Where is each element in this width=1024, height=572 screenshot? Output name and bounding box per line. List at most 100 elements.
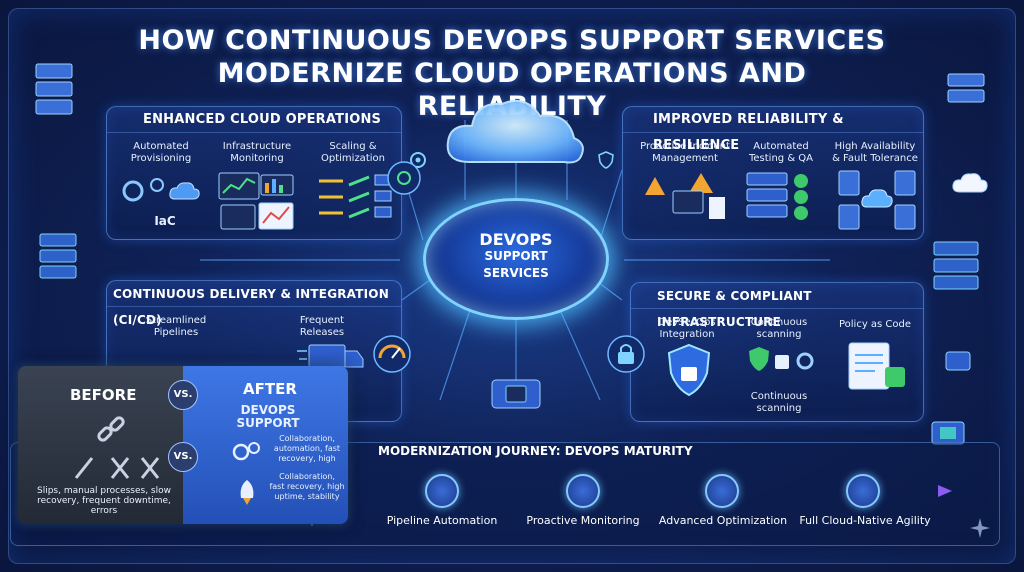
- outer-frame: [8, 8, 1016, 564]
- item-label-line2: Integration: [659, 329, 715, 340]
- page-title-line1: HOW CONTINUOUS DEVOPS SUPPORT SERVICES: [138, 25, 886, 56]
- stage-icon-optimization: [705, 474, 739, 508]
- before-section: BEFORE Slips, manual processes, slow rec…: [18, 366, 183, 524]
- panel-enhanced-cloud-operations: ENHANCED CLOUD OPERATIONS Automated Prov…: [106, 106, 402, 240]
- item-label-line1: Policy as Code: [838, 319, 912, 330]
- gear-icon: [410, 152, 426, 168]
- hub-line3: SERVICES: [483, 266, 549, 280]
- processor-chip-icon: [491, 379, 541, 409]
- devops-hub: DEVOPS SUPPORT SERVICES: [423, 198, 609, 320]
- after-text-b-line3: uptime, stability: [274, 492, 340, 501]
- after-description-a: Collaboration, automation, fast recovery…: [267, 434, 347, 464]
- after-section: AFTER DEVOPS SUPPORT Collaboration, auto…: [183, 366, 348, 524]
- page-title: HOW CONTINUOUS DEVOPS SUPPORT SERVICES M…: [120, 24, 904, 123]
- panel-title: SECURE & COMPLIANT INFRASTRUCTURE: [631, 283, 923, 329]
- gear-cloud-icon: [122, 178, 200, 202]
- hub-line1: DEVOPS: [479, 230, 553, 249]
- gauge-icon: [373, 335, 411, 373]
- item-label-line2: & Fault Tolerance: [832, 153, 918, 164]
- item-label-line1: Scaling &: [329, 141, 377, 152]
- shield-small-icon: [598, 151, 614, 169]
- before-text-line3: errors: [90, 506, 118, 516]
- stage-icon-pipeline: [425, 474, 459, 508]
- page-title-line2: MODERNIZE CLOUD OPERATIONS AND RELIABILI…: [217, 58, 807, 122]
- item-continuous-scanning: Continuous scanning: [733, 317, 825, 341]
- item-label-line1: Continuous: [750, 391, 808, 402]
- item-label-line2: Monitoring: [230, 153, 284, 164]
- item-scaling-optimization: Scaling & Optimization: [307, 141, 399, 165]
- rocket-icon: [240, 480, 254, 505]
- item-proactive-incident-management: Proactive Incident Management: [631, 141, 739, 165]
- after-subtitle: DEVOPS SUPPORT: [223, 404, 313, 430]
- chip-icon: [945, 351, 971, 371]
- shield-lock-icon: [667, 343, 711, 397]
- server-cluster-icon: [838, 170, 916, 230]
- item-label-line1: Proactive Incident: [640, 141, 730, 152]
- item-label-line1: Infrastructure: [222, 141, 292, 152]
- stage-pipeline-automation: Pipeline Automation: [386, 514, 498, 527]
- panel-title: CONTINUOUS DELIVERY & INTEGRATION (CI/CD…: [107, 281, 401, 327]
- item-label-line1: Streamlined: [145, 315, 207, 326]
- item-label-line2: scanning: [756, 329, 802, 340]
- before-title: BEFORE: [70, 386, 137, 404]
- after-text-b-line2: fast recovery, high: [269, 482, 345, 491]
- journey-title: MODERNIZATION JOURNEY: DEVOPS MATURITY: [378, 444, 693, 458]
- item-label-line2: Releases: [299, 327, 345, 338]
- before-description: Slips, manual processes, slow recovery, …: [34, 486, 174, 516]
- after-subtitle-line1: DEVOPS: [240, 403, 296, 417]
- vs-badge-middle: VS.: [168, 442, 198, 472]
- truck-icon: [297, 344, 364, 368]
- item-continuous-scanning-2: Continuous scanning: [733, 391, 825, 415]
- after-description-b: Collaboration, fast recovery, high uptim…: [265, 472, 348, 502]
- panel-title: IMPROVED RELIABILITY & RESILIENCE: [623, 107, 923, 153]
- after-text-b-line1: Collaboration,: [279, 472, 335, 481]
- item-label-line2: Management: [652, 153, 718, 164]
- stage-proactive-monitoring: Proactive Monitoring: [526, 514, 640, 527]
- item-label-line1: Frequent: [299, 315, 345, 326]
- item-label-line2: Optimization: [321, 153, 385, 164]
- after-text-a-line2: automation, fast: [273, 444, 341, 453]
- policy-document-icon: [848, 342, 905, 390]
- item-infrastructure-monitoring: Infrastructure Monitoring: [211, 141, 303, 165]
- item-policy-as-code: Policy as Code: [827, 319, 923, 331]
- vs-badge-top: VS.: [168, 380, 198, 410]
- server-stack-icon: [35, 63, 73, 115]
- item-devsecops-integration: DevSecOps Integration: [641, 317, 733, 341]
- panel-secure-compliant: SECURE & COMPLIANT INFRASTRUCTURE DevSec…: [630, 282, 924, 422]
- item-streamlined-pipelines: Streamlined Pipelines: [121, 315, 231, 339]
- before-text-line1: Slips, manual processes, slow: [37, 486, 171, 496]
- item-label-line1: Continuous: [750, 317, 808, 328]
- panel-title: ENHANCED CLOUD OPERATIONS: [107, 107, 401, 133]
- after-subtitle-line2: SUPPORT: [236, 416, 300, 430]
- checklist-icon: [746, 172, 808, 220]
- item-label-line2: Provisioning: [130, 153, 192, 164]
- item-label-line1: Automated: [753, 141, 809, 152]
- before-after-card: BEFORE Slips, manual processes, slow rec…: [18, 366, 348, 524]
- item-frequent-releases: Frequent Releases: [267, 315, 377, 339]
- cloud-icon: [446, 100, 584, 164]
- stage-icon-cloud-native: [846, 474, 880, 508]
- server-stack-icon: [947, 73, 985, 103]
- item-label-line1: DevSecOps: [658, 317, 716, 328]
- hub-label: DEVOPS SUPPORT SERVICES: [426, 231, 606, 282]
- sparkle-icon: [970, 518, 990, 538]
- item-label-line1: Automated: [133, 141, 189, 152]
- stage-icon-monitoring: [566, 474, 600, 508]
- scaling-arrows-icon: [319, 174, 392, 219]
- hub-line2: SUPPORT: [484, 249, 548, 263]
- stage-full-cloud-native-agility: Full Cloud-Native Agility: [799, 514, 931, 527]
- panel-improved-reliability: IMPROVED RELIABILITY & RESILIENCE Proact…: [622, 106, 924, 240]
- chip-icon: [931, 421, 965, 445]
- after-text-a-line3: recovery, high: [278, 454, 336, 463]
- cloud-small-icon: [952, 173, 988, 193]
- after-text-a-line1: Collaboration,: [279, 434, 335, 443]
- broken-chain-icon: [97, 416, 125, 442]
- before-text-line2: recovery, frequent downtime,: [37, 496, 171, 506]
- incident-warning-icon: [645, 173, 725, 219]
- server-stack-icon: [39, 233, 77, 279]
- server-stack-icon: [933, 241, 979, 290]
- monitoring-dashboard-icon: [218, 172, 294, 230]
- item-label-line2: scanning: [756, 403, 802, 414]
- item-high-availability: High Availability & Fault Tolerance: [827, 141, 923, 165]
